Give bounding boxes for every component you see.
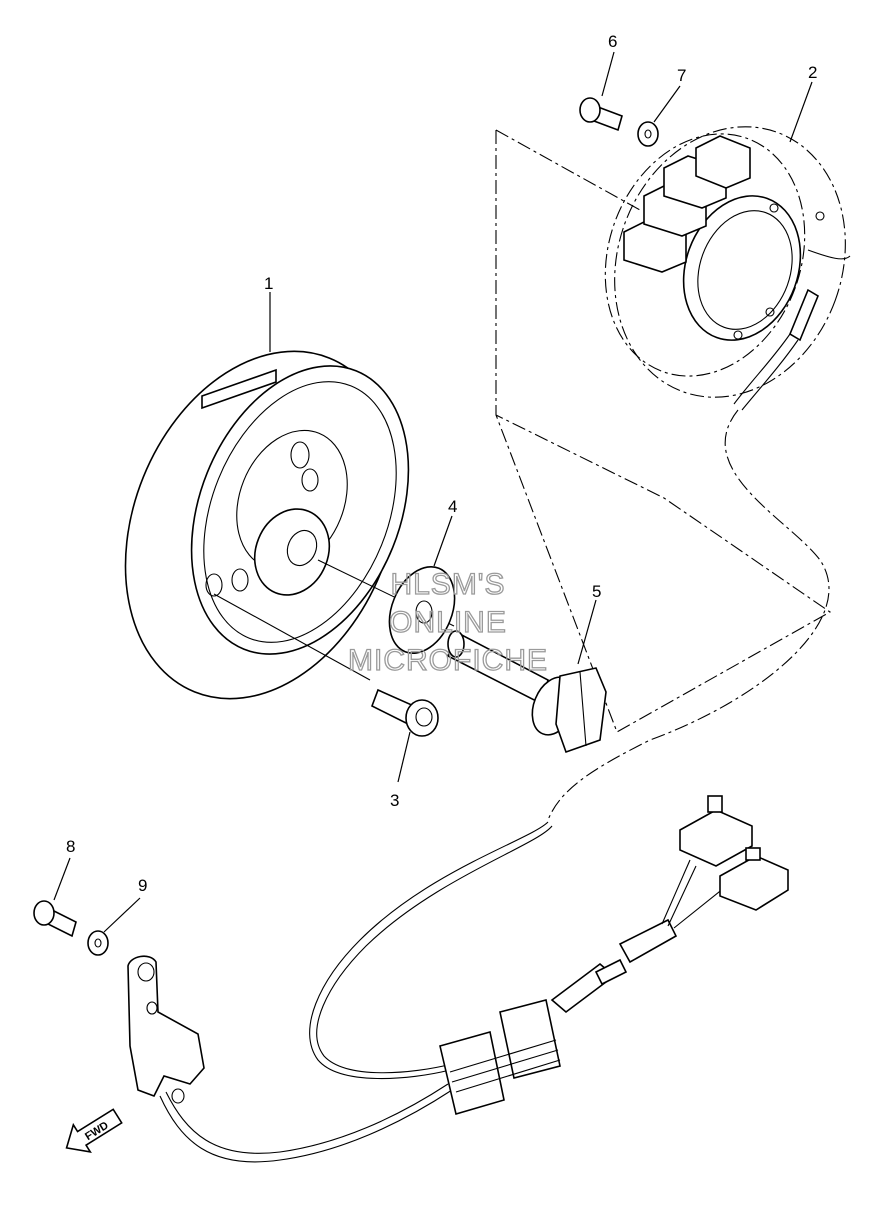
flywheel-rotor xyxy=(124,350,410,700)
bolt-top xyxy=(579,97,623,132)
watermark-line-2: ONLINE xyxy=(389,606,507,639)
callout-6: 6 xyxy=(608,32,617,51)
washer-top xyxy=(637,121,659,147)
screw xyxy=(370,688,439,737)
alignment-outline xyxy=(495,130,832,733)
plate-washer xyxy=(388,565,456,655)
watermark-line-3: MICROFICHE xyxy=(348,644,548,677)
callout-4: 4 xyxy=(448,497,457,516)
fwd-arrow-icon: FWD xyxy=(65,1108,123,1154)
flange-bolt xyxy=(447,630,607,754)
watermark: HLSM'S ONLINE MICROFICHE xyxy=(347,567,548,677)
callout-2: 2 xyxy=(808,63,817,82)
callout-5: 5 xyxy=(592,582,601,601)
callout-3: 3 xyxy=(390,791,399,810)
wire-harness xyxy=(159,795,789,1163)
callout-1: 1 xyxy=(264,274,273,293)
callout-7: 7 xyxy=(677,66,686,85)
watermark-line-1: HLSM'S xyxy=(390,568,505,601)
stator xyxy=(604,126,851,411)
washer-bottom xyxy=(87,930,109,956)
pickup-coil xyxy=(127,955,205,1104)
callout-8: 8 xyxy=(66,837,75,856)
bolt-bottom xyxy=(33,900,77,938)
callout-9: 9 xyxy=(138,876,147,895)
